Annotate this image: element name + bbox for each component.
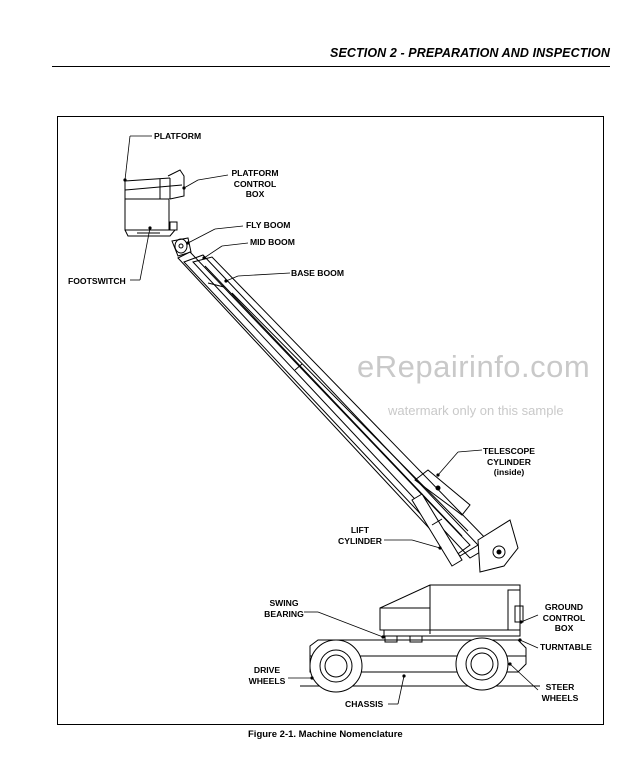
- label-steer-wheels: STEER WHEELS: [541, 682, 579, 703]
- steer-wheel: [455, 637, 509, 691]
- platform-basket: [124, 169, 185, 237]
- turntable: [379, 584, 524, 637]
- label-mid-boom: MID BOOM: [250, 237, 295, 247]
- figure-caption: Figure 2-1. Machine Nomenclature: [248, 729, 403, 740]
- label-ground-control-box: GROUND CONTROL BOX: [542, 602, 586, 633]
- label-chassis: CHASSIS: [345, 699, 384, 709]
- label-fly-boom: FLY BOOM: [246, 220, 291, 230]
- label-platform-control-box: PLATFORM CONTROL BOX: [231, 168, 279, 199]
- label-base-boom: BASE BOOM: [291, 268, 344, 278]
- label-swing-bearing: SWING BEARING: [264, 598, 304, 619]
- watermark-brand: eRepairinfo.com: [357, 349, 591, 384]
- watermark-note: watermark only on this sample: [388, 403, 564, 418]
- label-lift-cylinder: LIFT CYLINDER: [338, 525, 382, 546]
- figure-frame: [57, 116, 604, 725]
- leader-dots: [123, 178, 523, 680]
- section-title: SECTION 2 - PREPARATION AND INSPECTION: [330, 46, 610, 60]
- lift-cylinder: [411, 493, 463, 567]
- section-header: SECTION 2 - PREPARATION AND INSPECTION: [52, 44, 610, 67]
- leader-lines: [124, 135, 539, 705]
- platform-rotator: [171, 237, 192, 257]
- drive-wheel: [309, 639, 363, 693]
- label-platform: PLATFORM: [154, 131, 202, 141]
- label-footswitch: FOOTSWITCH: [68, 276, 126, 286]
- boom-pivot: [477, 519, 519, 573]
- label-turntable: TURNTABLE: [540, 642, 592, 652]
- label-telescope-cylinder: TELESCOPE CYLINDER (inside): [482, 446, 536, 477]
- label-drive-wheels: DRIVE WHEELS: [248, 665, 286, 686]
